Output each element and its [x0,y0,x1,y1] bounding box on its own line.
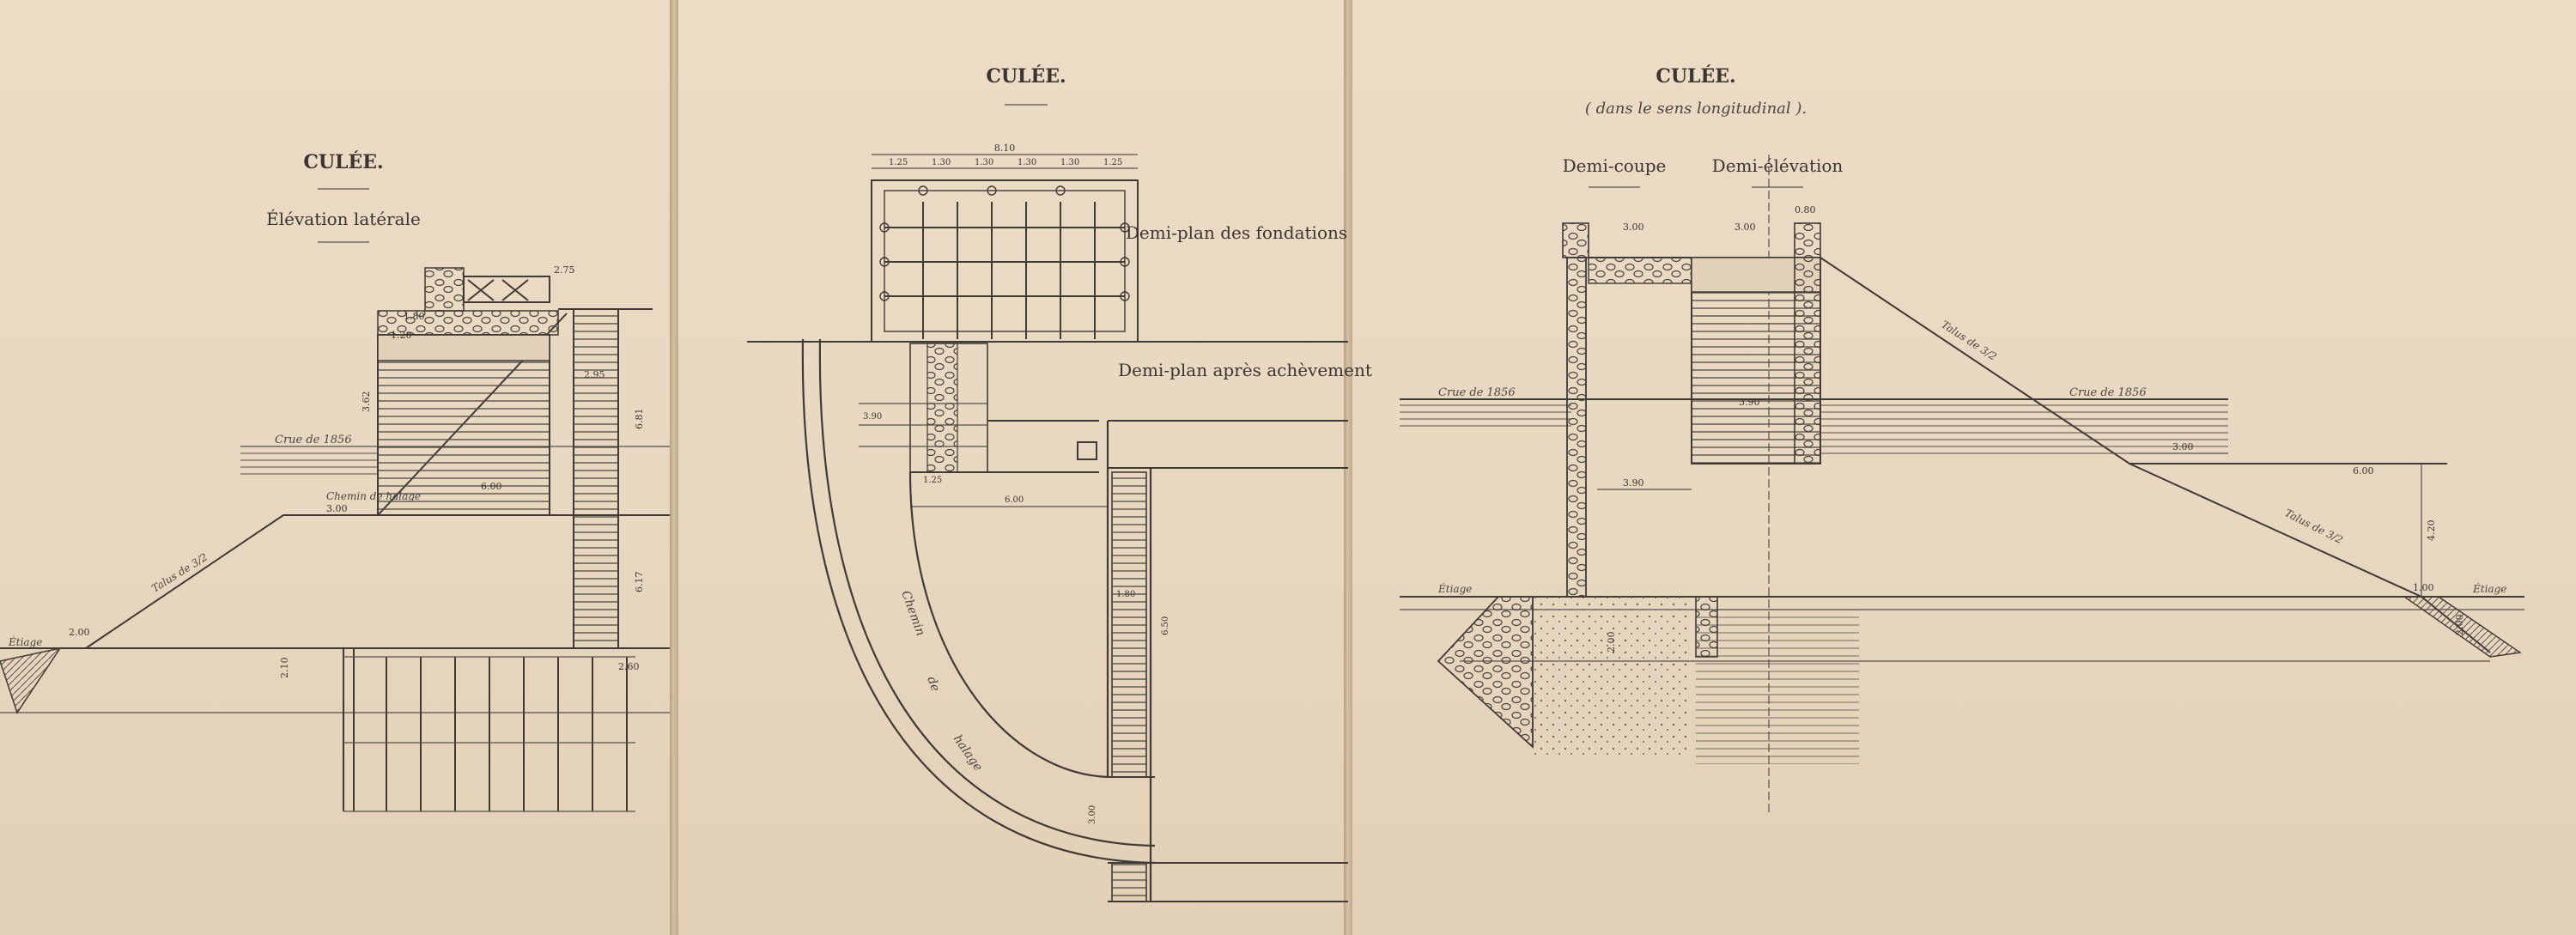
dim: 4.20 [2426,520,2437,542]
dim: 1.80 [404,311,425,322]
sheet3-title: CULÉE. [1656,64,1735,88]
dim: 6.00 [481,481,502,492]
dim: 6.50 [1161,616,1170,635]
dim-row: 1.30 [975,158,993,167]
half-plans-drawing: CULÉE. 8.10 1.25 1.30 [747,64,1372,902]
sheet3-flood-left: Crue de 1856 [1438,386,1516,399]
sheet2-title: CULÉE. [986,64,1066,88]
label-half-elevation: Demi-élévation [1712,155,1844,176]
dim: 3.00 [1088,805,1097,824]
sheet3-low-water-left: Étiage [1437,582,1472,595]
dim: 2.75 [554,264,575,276]
dim: 2.10 [279,658,290,679]
road-label-word: de [924,675,942,694]
sheet3-subtitle: ( dans le sens longitudinal ). [1585,100,1807,118]
dim: 3.00 [2172,441,2194,452]
dim: 6.00 [1005,495,1024,505]
dim: 2.00 [2454,615,2465,636]
dim: 3.00 [1735,222,1756,233]
road-label-word: Chemin [898,589,927,638]
dim: 1.25 [923,476,942,485]
dim-row: 1.30 [1018,158,1036,167]
page-fold [670,0,678,935]
dim: 1.20 [391,330,412,341]
dim-row: 1.25 [1103,158,1122,167]
dim: 3.90 [863,412,882,422]
sheet3-slope-bottom: Talus de 3/2 [2283,507,2345,546]
sheet-longitudinal [1352,0,2576,935]
label-half-plan-foundations-line1: Demi-plan des fondations [1126,222,1347,243]
dim: 3.00 [326,503,348,514]
dim: 2.95 [584,369,605,380]
sheet3-low-water-right: Étiage [2472,582,2506,595]
label-half-section: Demi-coupe [1563,155,1667,176]
sheet1-flood-label: Crue de 1856 [275,434,352,446]
dim: 0.80 [1795,204,1816,216]
road-label-word: halage [951,732,985,774]
sheet3-flood-right: Crue de 1856 [2069,386,2147,399]
sheet1-slope-label: Talus de 3/2 [149,551,210,595]
dim: 2.00 [1606,632,1617,653]
dim: 3.00 [1623,222,1644,233]
dim: 3.90 [1739,397,1760,408]
sheet1-title: CULÉE. [303,150,383,173]
dim: 6.81 [634,409,645,430]
dim: 2.60 [618,661,640,672]
dim: 1.00 [2413,582,2434,593]
dim-row: 1.25 [889,158,908,167]
dim: 6.17 [634,572,645,593]
dim: 2.00 [69,627,90,638]
sheet1-subtitle: Élévation latérale [266,209,421,229]
dim-row: 1.30 [1060,158,1079,167]
dim-row: 1.30 [932,158,951,167]
lateral-elevation-drawing: CULÉE. Élévation latérale Crue de 1856 É… [0,150,670,812]
dim: 3.90 [1623,477,1644,489]
dim: 1.80 [1116,590,1135,599]
sheet1-low-water-label: Étiage [8,635,42,648]
longitudinal-drawing: CULÉE. ( dans le sens longitudinal ). De… [1400,64,2524,816]
dim-top: 8.10 [994,143,1016,154]
dim: 6.00 [2353,465,2374,477]
label-half-plan-finished: Demi-plan après achèvement [1118,360,1372,380]
dim: 3.62 [361,392,372,413]
